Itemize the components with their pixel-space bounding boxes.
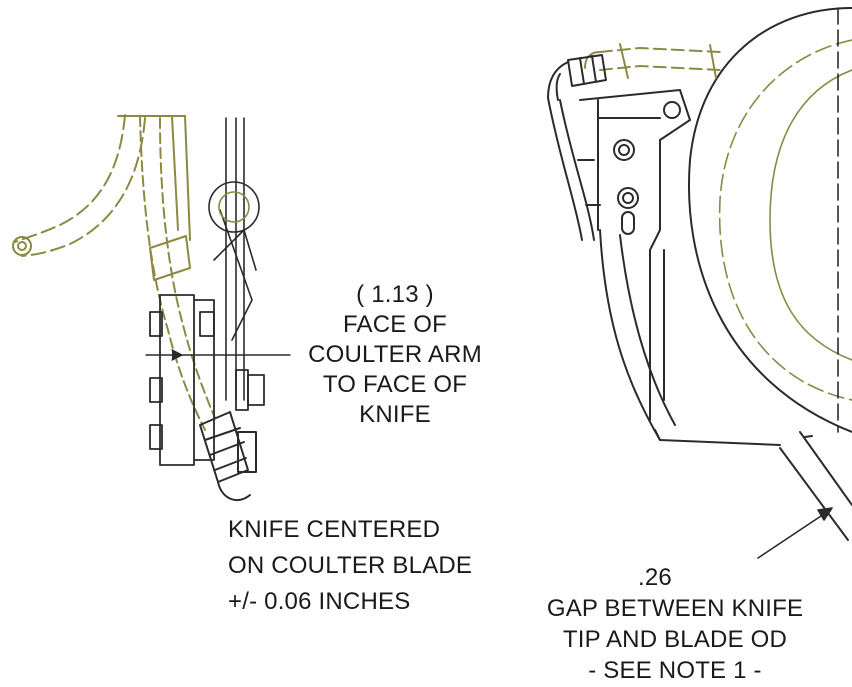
coulter-blade	[688, 7, 852, 433]
centering-line-1: KNIFE CENTERED	[228, 516, 441, 543]
coulter-arm-plate	[149, 294, 265, 466]
offset-dimension	[145, 349, 291, 361]
hose-loop	[12, 114, 146, 257]
hose-tubes	[117, 115, 216, 431]
gap-line-2: TIP AND BLADE OD	[562, 626, 788, 653]
offset-line-1: FACE OF	[342, 311, 448, 338]
offset-value: ( 1.13 )	[356, 281, 434, 308]
knife-tip	[779, 431, 852, 541]
side-tube	[547, 97, 601, 241]
hose-elbow	[547, 54, 607, 101]
left-side-view	[12, 114, 291, 502]
offset-annotation: ( 1.13 ) FACE OF COULTER ARM TO FACE OF …	[280, 281, 510, 428]
offset-line-4: KNIFE	[359, 401, 431, 428]
gap-value: .26	[638, 564, 672, 591]
elbow-fitting	[199, 411, 257, 502]
right-front-view	[547, 7, 852, 559]
centering-line-3: +/- 0.06 INCHES	[228, 588, 411, 615]
offset-line-3: TO FACE OF	[322, 371, 468, 398]
gap-dimension	[757, 507, 833, 559]
gap-line-3: - SEE NOTE 1 -	[588, 657, 762, 684]
offset-line-2: COULTER ARM	[308, 341, 482, 368]
gap-line-1: GAP BETWEEN KNIFE	[546, 595, 804, 622]
shank-bracket	[579, 89, 781, 446]
centering-line-2: ON COULTER BLADE	[228, 552, 473, 579]
centering-annotation: KNIFE CENTERED ON COULTER BLADE +/- 0.06…	[228, 516, 472, 615]
gap-annotation: .26 GAP BETWEEN KNIFE TIP AND BLADE OD -…	[510, 564, 840, 684]
knife-shank	[208, 117, 260, 401]
